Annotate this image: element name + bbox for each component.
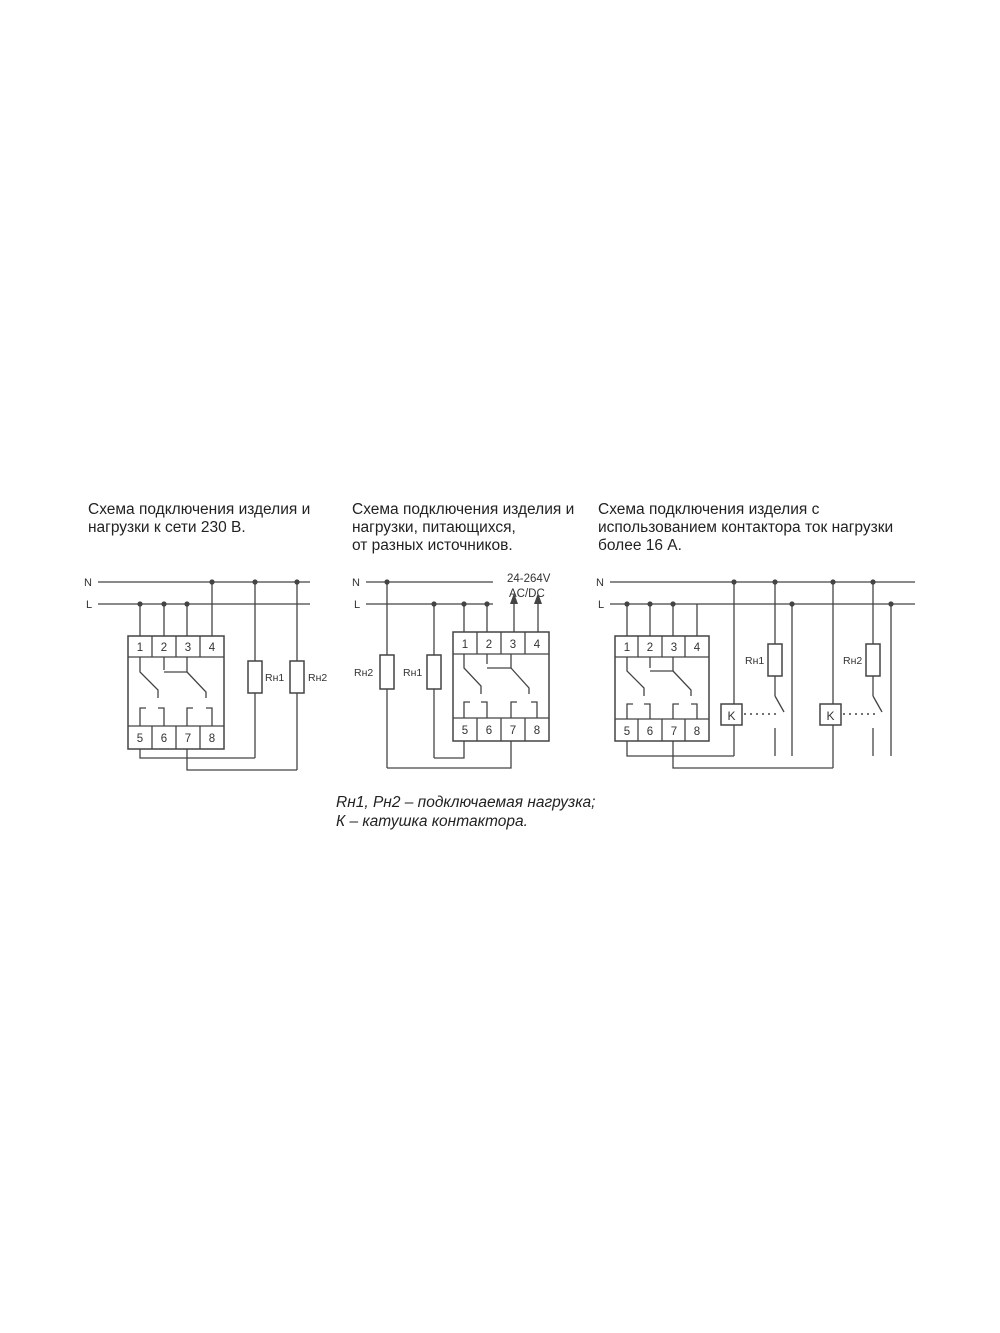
- diagram-1-caption: Схема подключения изделия и нагрузки к с…: [88, 501, 310, 537]
- legend: Rн1, Pн2 – подключаемая нагрузка; К – ка…: [336, 793, 595, 831]
- terminal-2-label: 2: [161, 642, 167, 654]
- n-bus-label: N: [84, 577, 92, 589]
- switch-contacts: [139, 657, 213, 726]
- supply-arrows: [510, 593, 542, 632]
- terminal-6-label: 6: [647, 726, 653, 738]
- terminal-2-label: 2: [647, 642, 653, 654]
- legend-line: Rн1, Pн2 – подключаемая нагрузка;: [336, 794, 596, 811]
- contactor-coil-2: K: [819, 703, 878, 726]
- terminal-4-label: 4: [534, 639, 541, 651]
- relay-device: 1 2 3 4 5 6 7 8: [127, 635, 225, 750]
- bus-junction-dots: [624, 579, 894, 607]
- n-bus-label: N: [596, 577, 604, 589]
- l-bus-label: L: [354, 599, 360, 611]
- load-resistor-1: Rн1: [745, 643, 783, 677]
- diagram-3: N L: [596, 577, 915, 769]
- load-1-label: Rн1: [265, 672, 284, 684]
- coil-1-label: K: [727, 709, 735, 723]
- terminal-5-label: 5: [137, 733, 143, 745]
- diagram-2-caption-line: от разных источников.: [352, 537, 513, 554]
- bus-junction-dots: [137, 579, 300, 607]
- wires: [386, 582, 512, 769]
- load-2-label: Rн2: [354, 667, 373, 679]
- diagram-1-caption-line: Схема подключения изделия и: [88, 501, 311, 518]
- wires: [139, 582, 298, 771]
- supply-voltage-label: 24-264V: [507, 573, 551, 585]
- diagram-3-caption: Схема подключения изделия с использовани…: [598, 501, 893, 555]
- load-resistor-1: Rн1: [247, 660, 284, 694]
- terminal-4-label: 4: [694, 642, 701, 654]
- terminal-8-label: 8: [694, 726, 700, 738]
- terminal-6-label: 6: [161, 733, 167, 745]
- terminal-6-label: 6: [486, 725, 492, 737]
- n-bus-label: N: [352, 577, 360, 589]
- terminal-3-label: 3: [510, 639, 516, 651]
- relay-device: 1 2 3 4 5 6 7 8: [452, 631, 550, 742]
- legend-line: К – катушка контактора.: [336, 813, 528, 830]
- diagram-3-caption-line: более 16 А.: [598, 537, 682, 554]
- l-bus-label: L: [598, 599, 604, 611]
- diagram-2-caption-line: Схема подключения изделия и: [352, 501, 575, 518]
- diagram-1: N L: [84, 577, 327, 771]
- terminal-7-label: 7: [185, 733, 191, 745]
- terminal-8-label: 8: [534, 725, 540, 737]
- load-resistor-2: Rн2: [843, 643, 881, 677]
- diagram-2: N L 24-264V AC/DC: [352, 573, 551, 769]
- diagram-1-caption-line: нагрузки к сети 230 В.: [88, 519, 246, 536]
- terminal-5-label: 5: [624, 726, 630, 738]
- terminal-1-label: 1: [137, 642, 143, 654]
- switch-contacts: [626, 657, 698, 719]
- terminal-8-label: 8: [209, 733, 215, 745]
- relay-device: 1 2 3 4 5 6 7 8: [614, 635, 710, 742]
- load-1-label: Rн1: [745, 655, 764, 667]
- load-resistor-1: Rн1: [403, 654, 442, 690]
- terminal-4-label: 4: [209, 642, 216, 654]
- terminal-3-label: 3: [185, 642, 191, 654]
- wires: [626, 582, 892, 769]
- diagram-3-caption-line: использованием контактора ток нагрузки: [598, 519, 894, 536]
- terminal-5-label: 5: [462, 725, 468, 737]
- diagram-2-caption-line: нагрузки, питающихся,: [352, 519, 516, 536]
- bus-junction-dots: [384, 579, 490, 607]
- terminal-7-label: 7: [510, 725, 516, 737]
- diagram-3-caption-line: Схема подключения изделия с: [598, 501, 820, 518]
- diagram-2-caption: Схема подключения изделия и нагрузки, пи…: [352, 501, 574, 555]
- load-resistor-2: Rн2: [289, 660, 327, 694]
- load-resistor-2: Rн2: [354, 654, 395, 690]
- load-2-label: Rн2: [843, 655, 862, 667]
- l-bus-label: L: [86, 599, 92, 611]
- load-1-label: Rн1: [403, 667, 422, 679]
- terminal-3-label: 3: [671, 642, 677, 654]
- switch-contacts: [463, 654, 538, 718]
- supply-type-label: AC/DC: [509, 588, 545, 600]
- coil-2-label: K: [826, 709, 834, 723]
- terminal-1-label: 1: [462, 639, 468, 651]
- load-2-label: Rн2: [308, 672, 327, 684]
- terminal-1-label: 1: [624, 642, 630, 654]
- contactor-coil-1: K: [720, 703, 780, 726]
- terminal-2-label: 2: [486, 639, 492, 651]
- terminal-7-label: 7: [671, 726, 677, 738]
